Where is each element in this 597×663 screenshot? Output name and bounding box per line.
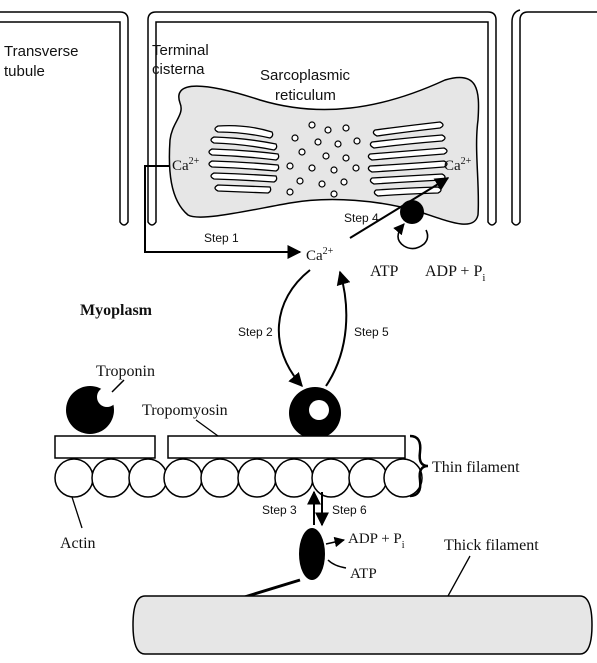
terminal-cisterna-label-2: cisterna xyxy=(152,61,205,78)
transverse-tubule-label: Transverse xyxy=(4,43,78,60)
troponin-left xyxy=(66,386,117,434)
calcium-pump xyxy=(400,200,424,224)
atp-hydrolysis-arrow xyxy=(398,224,428,249)
step6-label: Step 6 xyxy=(332,503,367,517)
myosin-atp-arrow xyxy=(326,540,344,544)
adp-pi-label-myosin: ADP + Pi xyxy=(348,531,405,551)
tropomyosin-pointer xyxy=(196,420,218,436)
atp-label-myosin: ATP xyxy=(350,566,377,582)
tropomyosin-label: Tropomyosin xyxy=(142,402,228,419)
atp-label-pump: ATP xyxy=(370,263,399,280)
thin-filament-label: Thin filament xyxy=(432,459,520,476)
actin-monomers xyxy=(55,459,422,497)
myoplasm-label: Myoplasm xyxy=(80,302,153,319)
transverse-tubule-label-2: tubule xyxy=(4,63,45,80)
thick-filament xyxy=(133,596,592,654)
step4-label: Step 4 xyxy=(344,211,379,225)
troponin-label: Troponin xyxy=(96,363,155,380)
step2-label: Step 2 xyxy=(238,325,273,339)
sarcoplasmic-reticulum-label: Sarcoplasmic xyxy=(260,67,351,84)
thick-filament-pointer xyxy=(448,556,470,596)
terminal-cisterna-label: Terminal xyxy=(152,42,209,59)
myosin-atp-arrow-in xyxy=(328,560,346,568)
step3-label: Step 3 xyxy=(262,503,297,517)
actin-pointer xyxy=(72,497,82,528)
myosin-head xyxy=(299,528,325,580)
tropomyosin-left xyxy=(55,436,155,458)
sarcoplasmic-reticulum-label-2: reticulum xyxy=(275,87,336,104)
calcium-label-myoplasm: Ca2+ xyxy=(306,246,334,264)
thick-filament-label: Thick filament xyxy=(444,537,539,554)
troponin-pointer xyxy=(112,380,124,392)
adp-pi-label-pump: ADP + Pi xyxy=(425,263,485,284)
actin-label: Actin xyxy=(60,535,96,552)
step5-label: Step 5 xyxy=(354,325,389,339)
tropomyosin-right xyxy=(168,436,405,458)
step5-arrow xyxy=(326,272,346,386)
step2-arrow xyxy=(279,270,310,386)
troponin-right xyxy=(289,387,341,439)
step1-label: Step 1 xyxy=(204,231,239,245)
